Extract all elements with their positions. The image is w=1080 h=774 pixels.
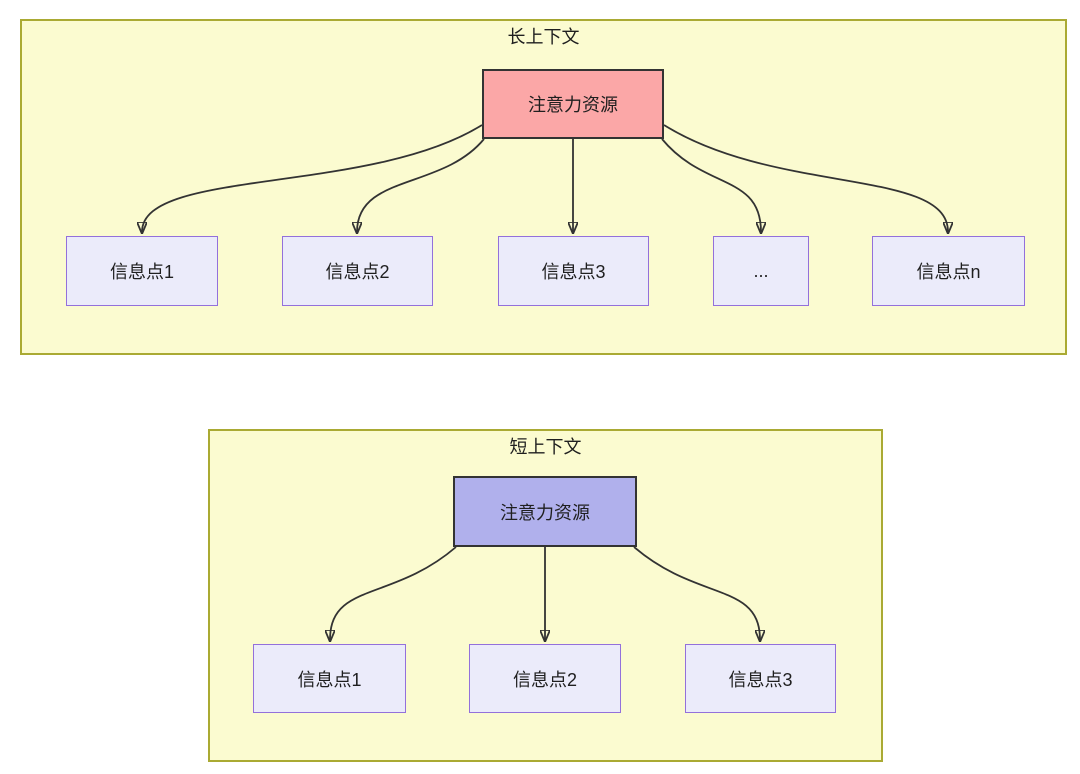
- long-info-point-1: 信息点1: [66, 236, 218, 306]
- short-info-point-3: 信息点3: [685, 644, 836, 713]
- short-info-point-2: 信息点2: [469, 644, 621, 713]
- short-attention-resource-node: 注意力资源: [453, 476, 637, 547]
- long-context-title: 长上下文: [507, 27, 580, 47]
- long-info-point-n: 信息点n: [872, 236, 1025, 306]
- short-context-title: 短上下文: [509, 437, 582, 457]
- long-info-point-3: 信息点3: [498, 236, 649, 306]
- long-info-point-2: 信息点2: [282, 236, 433, 306]
- short-info-point-1: 信息点1: [253, 644, 406, 713]
- long-attention-resource-node: 注意力资源: [482, 69, 664, 139]
- long-info-point-ellipsis: ...: [713, 236, 809, 306]
